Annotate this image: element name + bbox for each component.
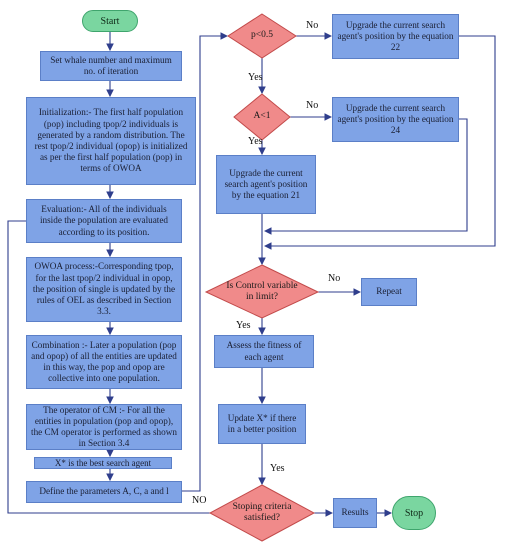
equation-24-box: Upgrade the current search agent's posit… — [332, 97, 459, 142]
edge-label-a-no: No — [306, 100, 319, 111]
edge-label-control-no: No — [328, 273, 341, 284]
evaluation-box: Evaluation:- All of the individuals insi… — [26, 199, 182, 243]
stop-terminal: Stop — [392, 496, 436, 530]
decision-p-label: p<0.5 — [251, 30, 273, 40]
edge-label-a-yes: Yes — [248, 136, 263, 147]
decision-p-diamond — [227, 13, 297, 59]
edge-label-p-yes: Yes — [248, 72, 263, 83]
edge-label-control-yes: Yes — [236, 320, 251, 331]
cm-operator-box: The operator of CM :- For all the entiti… — [26, 404, 182, 450]
start-terminal: Start — [82, 10, 138, 32]
decision-control-diamond — [204, 264, 320, 319]
update-best-box: Update X* if there in a better position — [218, 404, 306, 444]
set-whale-box: Set whale number and maximum no. of iter… — [40, 51, 182, 81]
edge-label-stop-yes: Yes — [270, 463, 285, 474]
results-box: Results — [333, 498, 377, 528]
define-parameters-box: Define the parameters A, C, a and l — [26, 481, 182, 503]
combination-box: Combination :- Later a population (pop a… — [26, 335, 182, 389]
decision-a-label: A<1 — [253, 111, 271, 121]
edge-label-p-no: No — [306, 20, 319, 31]
owoa-process-box: OWOA process:-Corresponding tpop, for th… — [26, 257, 182, 322]
initialization-box: Initialization:- The first half populati… — [26, 97, 196, 185]
best-agent-box: X* is the best search agent — [34, 457, 172, 469]
assess-fitness-box: Assess the fitness of each agent — [214, 335, 314, 368]
decision-control-label: Is Control variable in limit? — [226, 281, 298, 302]
decision-a-diamond — [233, 93, 291, 141]
equation-21-box: Upgrade the current search agent's posit… — [216, 155, 316, 214]
equation-22-box: Upgrade the current search agent's posit… — [332, 14, 459, 59]
repeat-box: Repeat — [361, 278, 417, 306]
edge-label-stop-no: NO — [192, 495, 207, 506]
decision-stop-diamond — [208, 484, 316, 542]
decision-stop-label: Stoping criteria satisfied? — [232, 502, 292, 523]
